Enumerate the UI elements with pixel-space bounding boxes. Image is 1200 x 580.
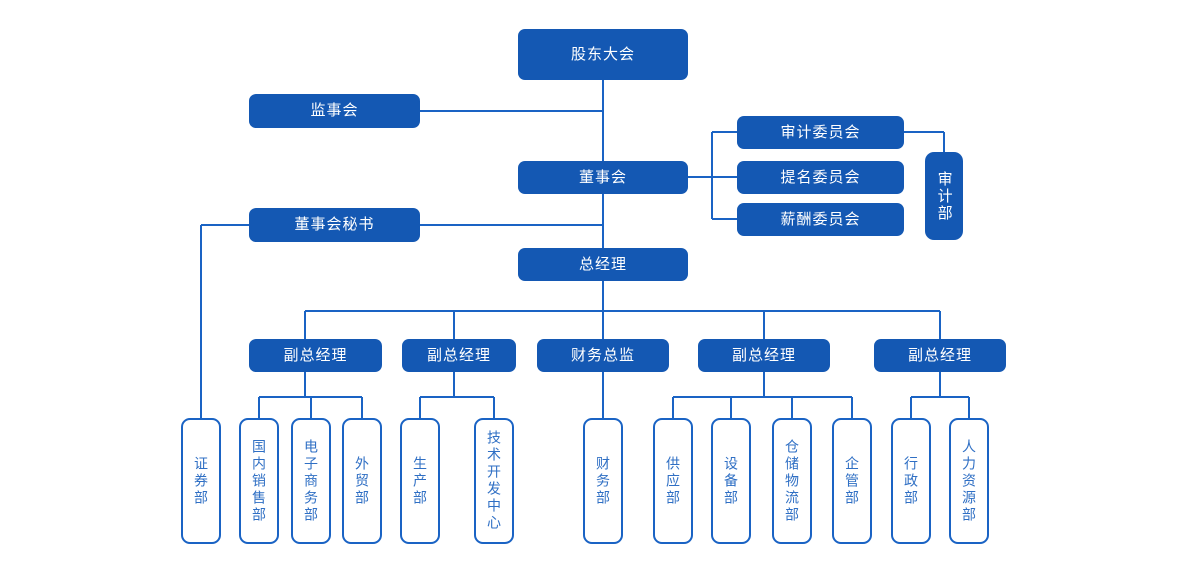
node-department-administration[interactable]: 行政部 bbox=[891, 418, 931, 544]
node-board-of-directors[interactable]: 董事会 bbox=[518, 161, 688, 194]
node-board-secretary[interactable]: 董事会秘书 bbox=[249, 208, 420, 242]
node-audit-department[interactable]: 审计部 bbox=[925, 152, 963, 240]
node-manager-2[interactable]: 副总经理 bbox=[402, 339, 516, 372]
node-manager-1[interactable]: 副总经理 bbox=[249, 339, 382, 372]
node-department-equipment[interactable]: 设备部 bbox=[711, 418, 751, 544]
node-remuneration-committee[interactable]: 薪酬委员会 bbox=[737, 203, 904, 236]
node-shareholders-meeting[interactable]: 股东大会 bbox=[518, 29, 688, 80]
node-nomination-committee[interactable]: 提名委员会 bbox=[737, 161, 904, 194]
node-department-finance[interactable]: 财务部 bbox=[583, 418, 623, 544]
node-department-securities[interactable]: 证券部 bbox=[181, 418, 221, 544]
node-department-domestic-sales[interactable]: 国内销售部 bbox=[239, 418, 279, 544]
node-manager-4[interactable]: 副总经理 bbox=[698, 339, 830, 372]
node-department-ecommerce[interactable]: 电子商务部 bbox=[291, 418, 331, 544]
node-department-production[interactable]: 生产部 bbox=[400, 418, 440, 544]
node-general-manager[interactable]: 总经理 bbox=[518, 248, 688, 281]
node-department-human-resources[interactable]: 人力资源部 bbox=[949, 418, 989, 544]
node-manager-3[interactable]: 财务总监 bbox=[537, 339, 669, 372]
node-manager-5[interactable]: 副总经理 bbox=[874, 339, 1006, 372]
node-board-of-supervisors[interactable]: 监事会 bbox=[249, 94, 420, 128]
node-department-foreign-trade[interactable]: 外贸部 bbox=[342, 418, 382, 544]
node-department-warehouse-logistics[interactable]: 仓储物流部 bbox=[772, 418, 812, 544]
node-audit-committee[interactable]: 审计委员会 bbox=[737, 116, 904, 149]
node-department-tech-development-center[interactable]: 技术开发中心 bbox=[474, 418, 514, 544]
node-department-enterprise-management[interactable]: 企管部 bbox=[832, 418, 872, 544]
node-department-supply[interactable]: 供应部 bbox=[653, 418, 693, 544]
